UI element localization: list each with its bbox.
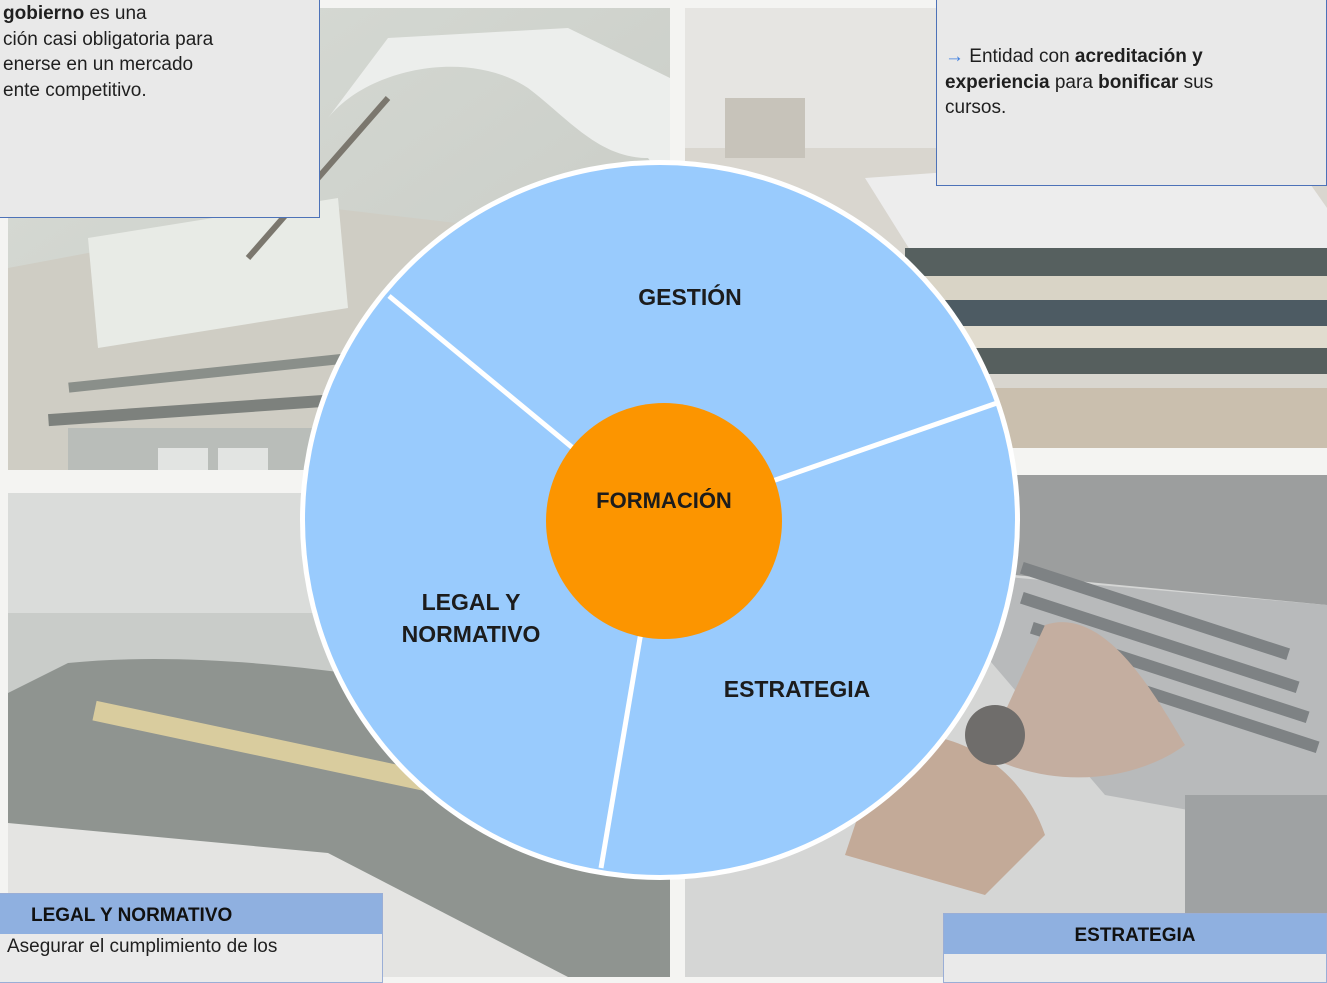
legal-normativo-body: Asegurar el cumplimiento de los [7,936,278,957]
bonificar-bold: bonificar [1098,71,1179,93]
legal-normativo-box: LEGAL Y NORMATIVO Asegurar el cumplimien… [0,893,383,983]
acreditacion-bold: acreditación y [1074,46,1203,67]
segment-label-legal-normativo: LEGAL Y NORMATIVO [371,586,571,650]
legal-line1: LEGAL Y [421,589,521,615]
line4-text: ente competitivo. [3,79,147,101]
sus-text: sus [1178,71,1214,93]
estrategia-box: ESTRATEGIA [943,913,1327,983]
top-right-text-box: → Entidad con acreditación y experiencia… [936,0,1327,186]
entidad-text: Entidad con [964,46,1075,67]
gobierno-bold: gobierno [3,3,85,24]
line3-text: enerse en un mercado [3,54,194,76]
top-left-text-box: gobierno es una ción casi obligatoria pa… [0,0,320,218]
center-label-formacion: FORMACIÓN [596,488,732,513]
line1-text: es una [84,3,147,24]
experiencia-bold: experiencia [945,71,1050,93]
segment-label-estrategia: ESTRATEGIA [723,676,871,702]
center-circle [546,403,782,639]
legal-line2: NORMATIVO [401,621,541,648]
segment-label-gestion: GESTIÓN [638,284,742,310]
line2-text: ción casi obligatoria para [3,28,214,50]
estrategia-header: ESTRATEGIA [944,914,1326,954]
legal-normativo-header: LEGAL Y NORMATIVO [0,894,382,934]
para-text: para [1049,71,1099,93]
right-arrow-icon: → [945,46,964,67]
cursos-text: cursos. [945,97,1007,119]
